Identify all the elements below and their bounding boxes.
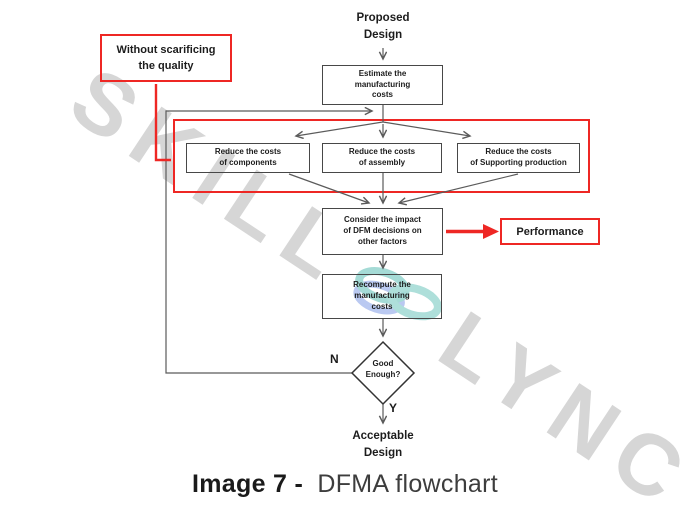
acceptable-design-label: Acceptable Design bbox=[352, 430, 414, 459]
recompute-costs-box: Recompute the manufacturing costs bbox=[322, 274, 442, 319]
decision-no-label: N bbox=[330, 352, 339, 366]
estimate-costs-box: Estimate the manufacturing costs bbox=[322, 65, 443, 105]
figure-caption: Image 7 - DFMA flowchart bbox=[0, 470, 690, 499]
skill-lync-watermark: SKILL LYNC bbox=[53, 48, 700, 514]
proposed-design-label: Proposed Design bbox=[356, 12, 410, 41]
reduce-supporting-box: Reduce the costs of Supporting productio… bbox=[457, 143, 580, 173]
performance-red-arrow bbox=[446, 224, 499, 239]
caption-bold-part: Image 7 - bbox=[192, 470, 304, 498]
decision-yes-label: Y bbox=[389, 401, 398, 415]
without-sacrificing-quality-callout: Without scarificing the quality bbox=[100, 34, 232, 82]
reduce-components-box: Reduce the costs of components bbox=[186, 143, 310, 173]
reduce-assembly-box: Reduce the costs of assembly bbox=[322, 143, 442, 173]
good-enough-decision-label: Good Enough? bbox=[365, 359, 401, 379]
performance-callout: Performance bbox=[500, 218, 600, 245]
caption-regular-part: DFMA flowchart bbox=[317, 470, 498, 498]
skill-lync-chain-logo-icon bbox=[354, 266, 443, 321]
consider-impact-box: Consider the impact of DFM decisions on … bbox=[322, 208, 443, 255]
